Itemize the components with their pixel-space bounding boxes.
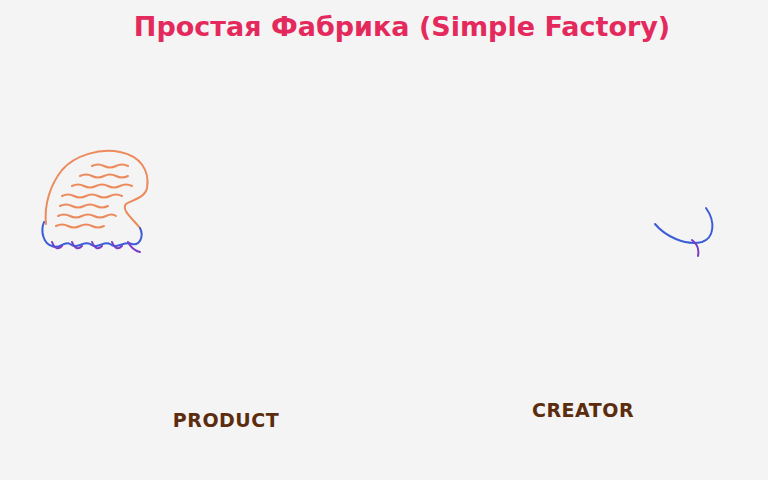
creator-drawing <box>655 208 712 256</box>
creator-curve <box>655 208 712 243</box>
part-label: CREATOR <box>532 399 634 421</box>
creator-hook <box>692 240 698 256</box>
product-stripes <box>56 165 132 228</box>
diagram-title: Простая Фабрика (Simple Factory) <box>134 11 670 42</box>
product-outline <box>46 151 148 228</box>
product-hooks <box>52 242 140 252</box>
part-label: PRODUCT <box>173 409 279 431</box>
product-drawing <box>42 151 147 252</box>
